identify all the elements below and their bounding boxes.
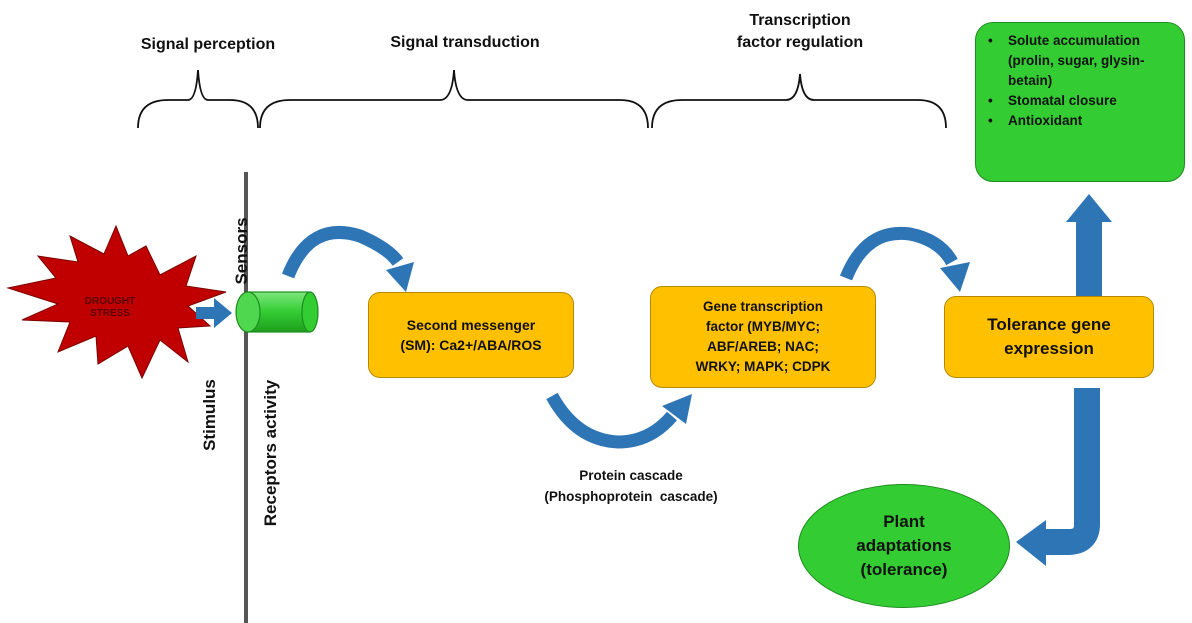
response-item: Solute accumulation (prolin, sugar, glys… (980, 31, 1174, 91)
brace-signal-transduction (259, 69, 649, 129)
second-messenger-box: Second messenger (SM): Ca2+/ABA/ROS (368, 292, 574, 378)
curved-arrow-protein-cascade (546, 392, 692, 449)
response-item: Antioxidant (980, 111, 1174, 131)
receptor-cylinder (235, 291, 319, 333)
protein-cascade-label: Protein cascade (Phosphoprotein cascade) (506, 465, 756, 507)
gene-transcription-box: Gene transcription factor (MYB/MYC; ABF/… (650, 286, 876, 388)
curved-arrow-to-second-messenger (281, 226, 414, 292)
up-arrow-to-responses (1066, 194, 1112, 298)
brace-signal-perception (137, 69, 259, 129)
drought-line-1: DROUGHT (84, 296, 136, 307)
protein-cascade-line-1: Protein cascade (579, 468, 683, 483)
responses-list: Solute accumulation (prolin, sugar, glys… (980, 31, 1174, 131)
header-signal-perception: Signal perception (140, 36, 276, 53)
brace-transcription (651, 73, 947, 129)
header-transcription-factor-regulation: Transcription factor regulation (736, 12, 864, 51)
plant-adaptations-text: Plant adaptations (tolerance) (856, 512, 952, 579)
responses-box: Solute accumulation (prolin, sugar, glys… (975, 22, 1185, 182)
curved-arrow-to-tolerance (839, 226, 970, 292)
stimulus-label: Stimulus (200, 379, 219, 451)
bent-arrow-to-adaptations (1016, 388, 1100, 566)
tolerance-gene-box: Tolerance gene expression (944, 296, 1154, 378)
receptors-activity-label: Receptors activity (261, 379, 280, 527)
drought-stress-label: DROUGHT STRESS (70, 296, 150, 320)
gene-transcription-text: Gene transcription factor (MYB/MYC; ABF/… (695, 299, 831, 374)
response-item: Stomatal closure (980, 91, 1174, 111)
second-messenger-text: Second messenger (SM): Ca2+/ABA/ROS (400, 317, 542, 353)
plant-adaptations-ellipse: Plant adaptations (tolerance) (798, 484, 1010, 608)
drought-line-2: STRESS (89, 308, 130, 319)
sensors-label: Sensors (232, 217, 251, 285)
header-signal-transduction: Signal transduction (390, 34, 540, 51)
stimulus-arrow (196, 298, 232, 328)
protein-cascade-line-2: (Phosphoprotein cascade) (544, 489, 718, 504)
drought-stress-star (6, 224, 227, 380)
tolerance-gene-text: Tolerance gene expression (987, 315, 1111, 358)
